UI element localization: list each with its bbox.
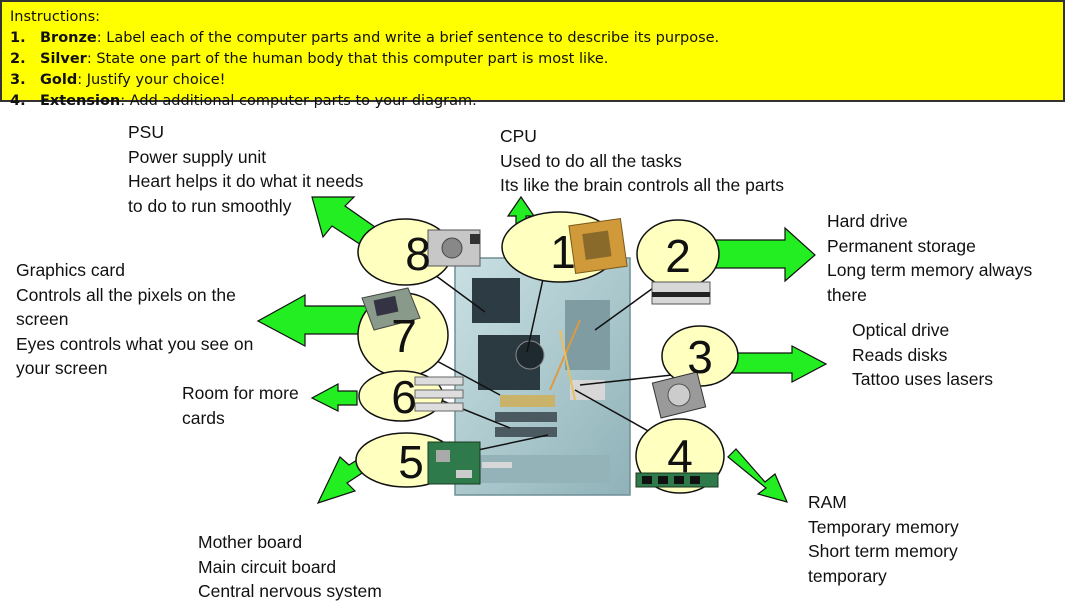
label-line: Heart helps it do what it needs [128,171,364,191]
callout-number-4: 4 [667,430,693,482]
label-line: RAM [808,492,847,512]
label-line: Central nervous system [198,581,382,601]
instruction-text: : State one part of the human body that … [86,51,609,67]
callout-number-6: 6 [391,371,417,423]
instruction-item: 3. Gold: Justify your choice! [10,70,1055,91]
instruction-item: 1. Bronze: Label each of the computer par… [10,28,1055,49]
label-line: Its like the brain controls all the part… [500,175,785,195]
label-line: there [827,284,867,305]
instruction-number: 1. [10,30,26,46]
instruction-key: Gold [40,72,78,88]
label-line: Long term memory always [827,260,1033,280]
arrow-hard-drive [711,226,816,283]
motherboard-image [427,441,481,485]
label-line: Optical drive [852,320,950,340]
label-line: CPU [500,126,537,146]
label-line: Power supply unit [128,146,267,167]
hard-drive-image [651,371,707,419]
label-line: screen [16,309,69,329]
instruction-text: : Label each of the computer parts and w… [96,30,720,46]
label-line: Permanent storage [827,235,976,256]
arrow-optical [721,345,828,383]
label-room-for-more-cards: Room for more cards [182,381,299,430]
label-line: Used to do all the tasks [500,150,682,171]
arrows [256,195,828,505]
label-line: Reads disks [852,344,948,365]
instruction-key: Bronze [40,30,97,46]
callout-number-8: 8 [405,228,431,280]
label-line: Short term memory [808,541,958,561]
label-line: Room for more [182,383,299,403]
instruction-item: 4. Extension: Add additional computer par… [10,91,1055,112]
label-cpu: CPU Used to do all the tasks Its like th… [500,124,784,198]
cpu-chip-image [568,218,628,274]
instruction-text: : Add additional computer parts to your … [120,93,477,109]
label-line: Hard drive [827,211,908,231]
instruction-key: Extension [40,93,121,109]
label-line: temporary [808,565,887,586]
instruction-item: 2. Silver: State one part of the human bo… [10,49,1055,70]
instruction-number: 3. [10,72,26,88]
label-line: Controls all the pixels on the [16,284,236,305]
ram-stick-image [635,472,719,488]
label-psu: PSU Power supply unit Heart helps it do … [128,120,363,218]
expansion-slots-image [414,376,464,412]
label-line: Temporary memory [808,516,959,537]
label-hard-drive: Hard drive Permanent storage Long term m… [827,209,1032,307]
label-line: Main circuit board [198,556,337,577]
pc-case-image [454,257,631,496]
instruction-key: Silver [40,51,87,67]
label-ram: RAM Temporary memory Short term memory t… [808,490,959,588]
instruction-number: 4. [10,93,26,109]
arrow-ram [727,448,789,503]
callout-number-1: 1 [550,226,576,278]
label-graphics-card: Graphics card Controls all the pixels on… [16,258,253,381]
callout-number-2: 2 [665,230,691,282]
label-line: to do to run smoothly [128,195,292,216]
label-line: Eyes controls what you see on [16,333,254,354]
label-line: Graphics card [16,260,125,280]
graphics-card-image [361,287,421,331]
callout-numbers: 8 1 2 7 3 6 4 5 [391,226,713,488]
psu-image [427,229,481,267]
arrow-room [310,382,358,412]
label-motherboard: Mother board Main circuit board Central … [198,530,382,604]
instructions-heading: Instructions: [10,9,101,25]
optical-drive-image [651,281,711,305]
instruction-text: : Justify your choice! [77,72,226,88]
label-line: cards [182,407,225,428]
label-line: your screen [16,358,108,378]
label-line: Tattoo uses lasers [852,369,994,389]
callout-number-7: 7 [391,310,417,362]
instruction-number: 2. [10,51,26,67]
arrow-graphics [256,293,368,347]
callout-number-5: 5 [398,436,424,488]
callout-number-3: 3 [687,331,713,383]
label-line: PSU [128,122,164,142]
label-optical-drive: Optical drive Reads disks Tattoo uses la… [852,318,993,392]
label-line: Mother board [198,532,303,552]
instructions-box: Instructions: 1. Bronze: Label each of th… [0,0,1065,109]
